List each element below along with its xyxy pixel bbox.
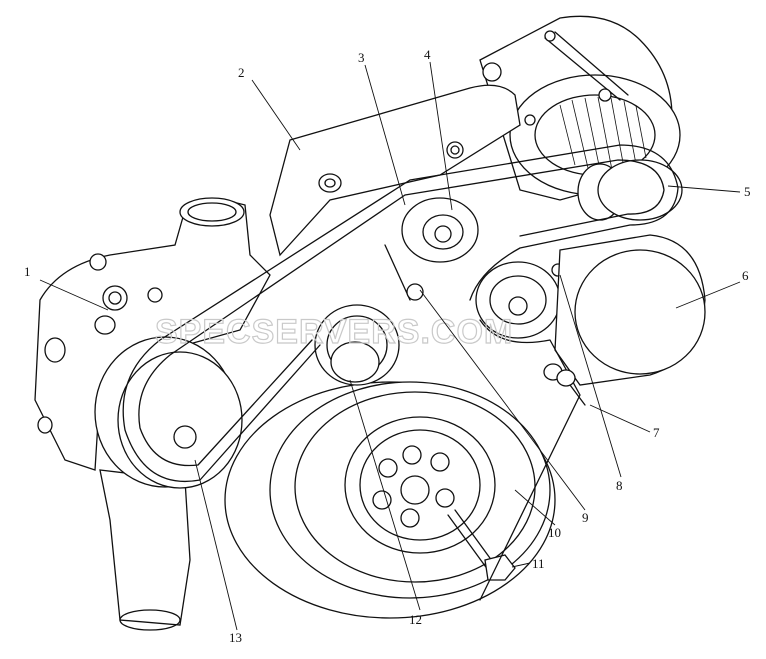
drive-belt bbox=[122, 144, 679, 601]
callout-12: 12 bbox=[409, 612, 422, 627]
leader-lines bbox=[39, 61, 741, 631]
pulley-bolts bbox=[372, 445, 455, 528]
callout-4: 4 bbox=[424, 47, 431, 62]
belt-tensioner bbox=[475, 261, 565, 339]
callout-8: 8 bbox=[616, 478, 623, 493]
idler-pulley-lower bbox=[314, 304, 400, 386]
water-pump-housing bbox=[34, 197, 271, 471]
bolt-washer bbox=[543, 363, 586, 406]
idler-pulley-upper bbox=[401, 197, 479, 263]
callout-9: 9 bbox=[582, 510, 589, 525]
callout-11: 11 bbox=[532, 556, 545, 571]
stud bbox=[384, 244, 424, 301]
crankshaft-pulley bbox=[224, 381, 556, 619]
ac-compressor bbox=[554, 234, 706, 386]
callout-2: 2 bbox=[238, 65, 245, 80]
callout-10: 10 bbox=[548, 525, 561, 540]
alternator-pulley bbox=[577, 159, 683, 221]
watermark-text: SPECSERVERS.COM bbox=[155, 313, 513, 351]
coolant-pipe bbox=[99, 469, 191, 631]
callout-5: 5 bbox=[744, 184, 751, 199]
callout-3: 3 bbox=[358, 50, 365, 65]
callout-1: 1 bbox=[24, 264, 31, 279]
water-pump-pulley bbox=[94, 336, 243, 489]
callout-6: 6 bbox=[742, 268, 749, 283]
callout-13: 13 bbox=[229, 630, 242, 645]
callout-labels: 1 2 3 4 5 6 7 8 9 10 11 12 13 bbox=[24, 47, 751, 645]
mounting-bracket bbox=[269, 62, 521, 257]
callout-7: 7 bbox=[653, 425, 660, 440]
